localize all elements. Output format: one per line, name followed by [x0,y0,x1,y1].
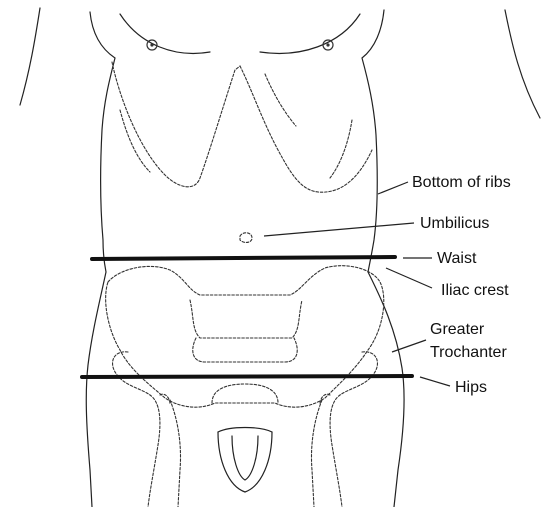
label-trochanter: Trochanter [430,344,507,361]
genital-outline [218,428,272,493]
label-umbilicus: Umbilicus [420,215,489,232]
nipples [147,40,333,50]
iliac-leader [386,268,432,288]
label-greater: Greater [430,321,485,338]
umbilicus-leader [264,223,414,236]
pelvis [106,266,384,407]
label-iliac-crest: Iliac crest [441,282,509,299]
label-hips: Hips [455,379,487,396]
label-waist: Waist [437,250,477,267]
umbilicus-mark [240,233,252,243]
arm-outlines [20,8,540,118]
label-bottom-of-ribs: Bottom of ribs [412,174,511,191]
waist-line [92,257,395,259]
hips-line [82,376,412,377]
rib-margin [112,62,372,192]
leader-lines [264,182,450,386]
hips-leader [420,377,450,386]
ribs-leader [378,182,408,194]
